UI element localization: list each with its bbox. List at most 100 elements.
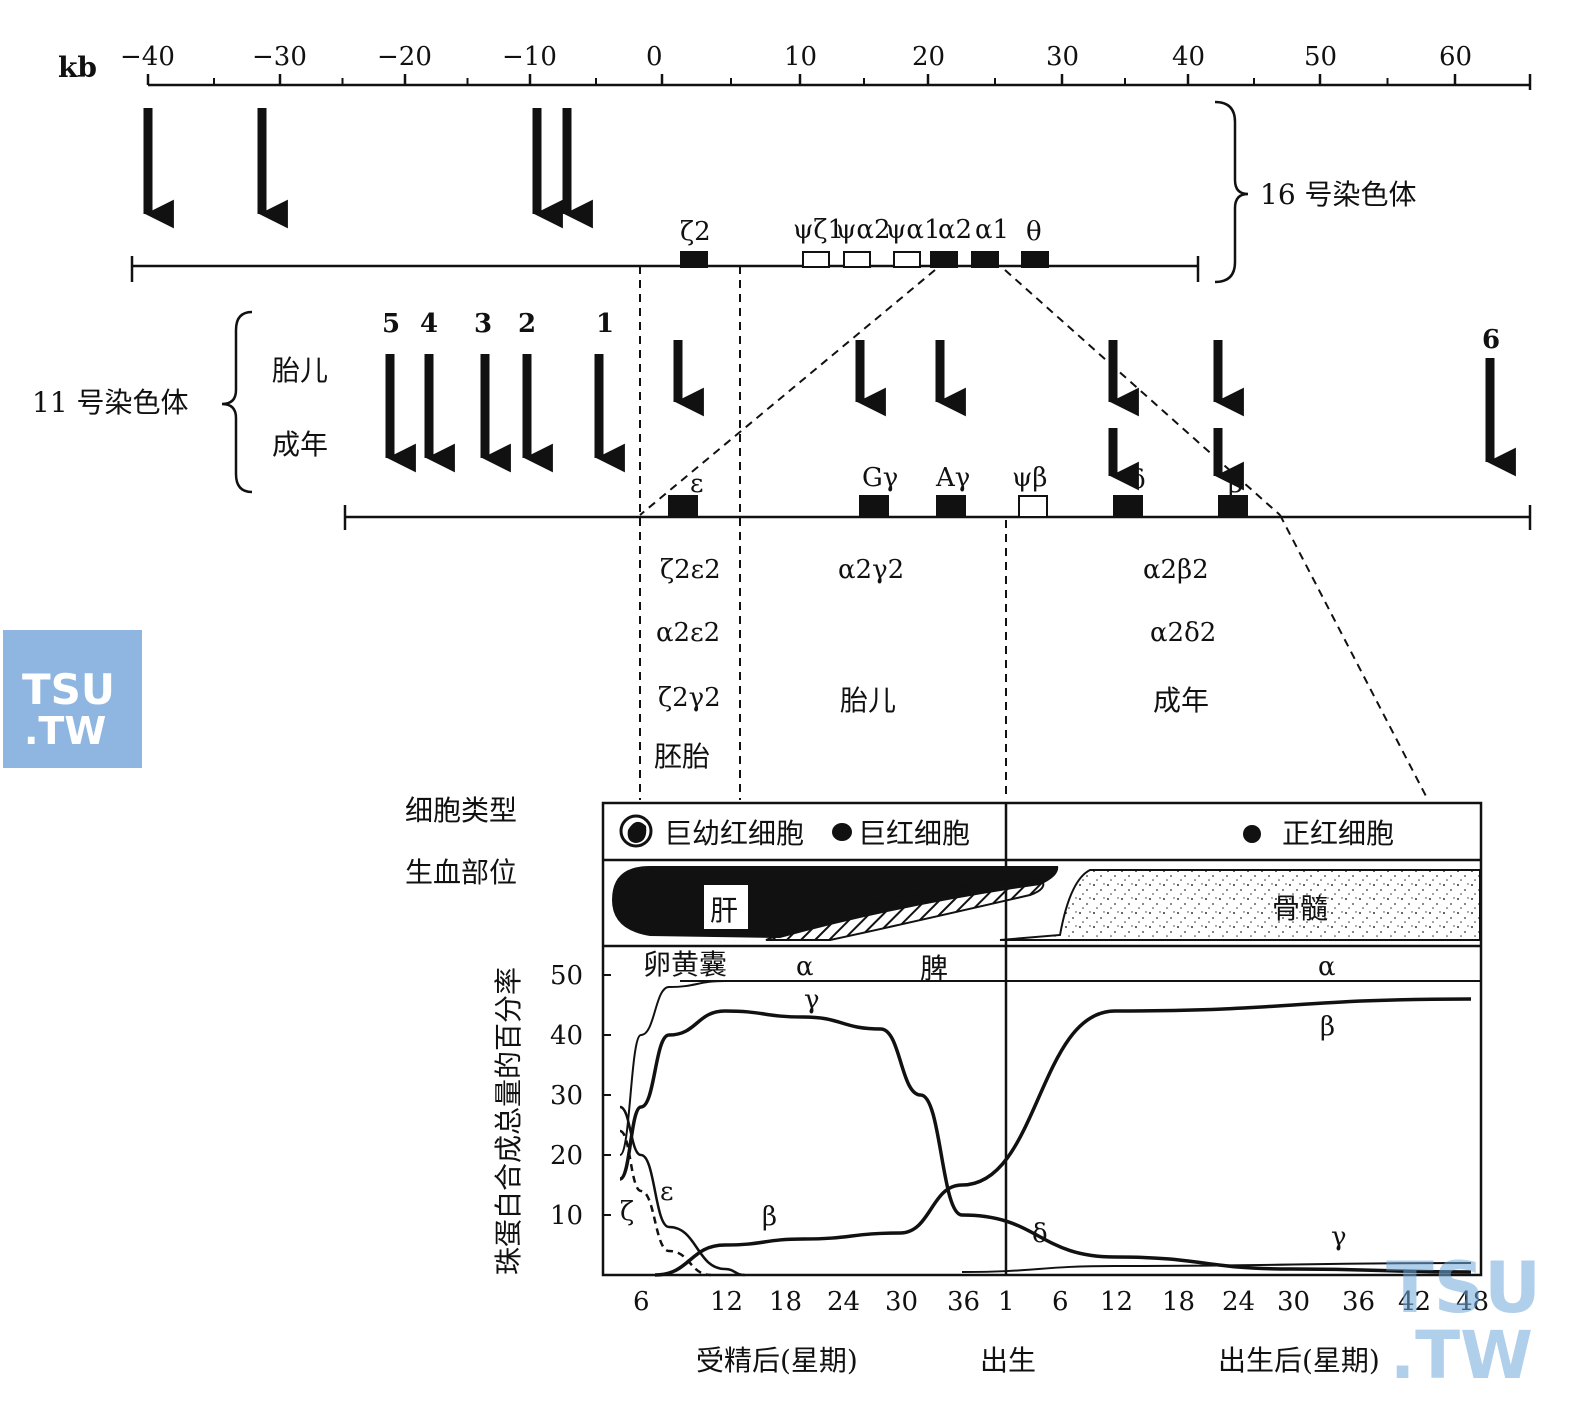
- synthesis-curves: [619, 979, 1481, 1277]
- stage-hemoglobins: ζ2ε2 α2ε2 ζ2γ2 胚胎 α2γ2 胎儿 α2β2 α2δ2 成年: [654, 555, 1216, 773]
- y-axis-label: 珠蛋白合成总量的百分率: [492, 967, 525, 1275]
- chr11-gene-label: Gγ: [862, 463, 898, 493]
- chr11-gene-label: Aγ: [935, 463, 970, 493]
- dashed-guides: [639, 266, 1429, 801]
- chr16-gene-box: [1021, 251, 1049, 268]
- y-tick-label: 10: [550, 1201, 583, 1231]
- x-tick-label-before: 30: [885, 1287, 918, 1317]
- chr11-gene-box: [859, 495, 889, 518]
- curve-label: ε: [660, 1177, 673, 1207]
- embryo-hb-1: ζ2ε2: [660, 555, 721, 585]
- chr16-gene-label: α1: [975, 215, 1009, 245]
- x-tick-label-before: 18: [769, 1287, 802, 1317]
- cell-type-row-label: 细胞类型: [405, 794, 517, 827]
- megaloblast-label: 巨幼红细胞: [664, 817, 804, 850]
- chr16-gene-label: ψζ1: [793, 215, 844, 245]
- chr11-label: 11 号染色体: [32, 386, 189, 419]
- curve-ε: [619, 1105, 745, 1277]
- chr16-brace: [1214, 100, 1249, 284]
- curve-label: β: [1320, 1012, 1335, 1042]
- kb-tick-label: 0: [646, 42, 663, 72]
- adult-hb-1: α2β2: [1143, 555, 1209, 585]
- kb-tick-label: −10: [502, 42, 557, 72]
- fetal-hb: α2γ2: [838, 555, 904, 585]
- x-tick-label-before: 36: [947, 1287, 980, 1317]
- kb-tick-label: 40: [1172, 42, 1205, 72]
- x-tick-label-after: 12: [1100, 1287, 1133, 1317]
- y-tick-label: 20: [550, 1141, 583, 1171]
- curve-β: [654, 997, 1472, 1277]
- chr16-gene-box: [802, 251, 830, 268]
- chr16-gene-box: [971, 251, 999, 268]
- x-label-after-birth: 出生后(星期): [1218, 1344, 1380, 1377]
- fetal-row-label: 胎儿: [272, 354, 328, 387]
- curve-label: β: [762, 1202, 777, 1232]
- curve-label: γ: [804, 985, 820, 1015]
- chr11-gene-box: [1018, 495, 1048, 518]
- kb-tick-label: −20: [377, 42, 432, 72]
- x-label-birth: 出生: [980, 1344, 1036, 1377]
- kb-tick-label: 10: [784, 42, 817, 72]
- site-row-label: 生血部位: [405, 856, 517, 889]
- chr11-gene-label: ψβ: [1012, 463, 1047, 493]
- y-tick-label: 50: [550, 961, 583, 991]
- macrocyte-icon: [832, 823, 852, 841]
- chr11-hs-arrows: [385, 340, 1516, 491]
- normocyte-label: 正红细胞: [1282, 817, 1394, 850]
- embryo-hb-3: ζ2γ2: [658, 683, 721, 713]
- curve-label: α: [796, 952, 814, 982]
- x-tick-label-after: 18: [1162, 1287, 1195, 1317]
- macrocyte-label: 巨红细胞: [858, 817, 970, 850]
- adult-hb-2: α2δ2: [1150, 618, 1216, 648]
- kb-tick-label: 60: [1439, 42, 1472, 72]
- x-label-before-birth: 受精后(星期): [696, 1344, 858, 1377]
- watermark-corner: TSU .TW: [1386, 1247, 1541, 1381]
- fetal-label: 胎儿: [840, 684, 896, 717]
- chr11-gene-box: [1218, 495, 1248, 518]
- kb-tick-label: −30: [252, 42, 307, 72]
- x-tick-label-before: 12: [710, 1287, 743, 1317]
- x-tick-label-after: 30: [1277, 1287, 1310, 1317]
- marrow-label: 骨髓: [1272, 892, 1328, 925]
- hs-site-number: 1: [596, 309, 614, 339]
- x-tick-label-after: 1: [998, 1287, 1015, 1317]
- spleen-region: [765, 876, 1045, 941]
- curve-label: α: [1318, 952, 1336, 982]
- kb-tick-label: 30: [1046, 42, 1079, 72]
- x-tick-label-after: 6: [1052, 1287, 1069, 1317]
- chr16-gene-box: [893, 251, 921, 268]
- yolk-sac-label: 卵黄囊: [643, 948, 727, 981]
- liver-label-box: [704, 885, 748, 929]
- chr11-gene-label: β: [1228, 469, 1243, 499]
- embryo-hb-2: α2ε2: [656, 618, 720, 648]
- curve-ζ: [619, 1129, 712, 1277]
- adult-label: 成年: [1153, 684, 1209, 717]
- watermark-text-2: .TW: [24, 709, 106, 753]
- curve-α: [619, 979, 1471, 1156]
- chr16-hs-arrows: [143, 108, 593, 229]
- megaloblast-icon: [619, 814, 653, 848]
- hs-site-number: 3: [474, 309, 492, 339]
- x-tick-label-after: 24: [1222, 1287, 1255, 1317]
- x-tick-label-after: 42: [1398, 1287, 1431, 1317]
- chr16-gene-label: ψα2: [836, 215, 891, 245]
- chr11-gene-box: [668, 495, 698, 518]
- svg-text:.TW: .TW: [1390, 1317, 1533, 1381]
- chr16-label: 16 号染色体: [1260, 178, 1417, 211]
- watermark-logo: TSU .TW: [3, 630, 142, 768]
- bone-marrow-region: [999, 869, 1481, 941]
- svg-text:TSU: TSU: [1386, 1247, 1541, 1329]
- hs-site-number: 2: [518, 309, 536, 339]
- hs-site-number: 4: [420, 309, 438, 339]
- chr16-gene-label: ψα1: [886, 215, 941, 245]
- curve-label: γ: [1331, 1222, 1347, 1252]
- hs-site-number: 6: [1482, 325, 1500, 355]
- curve-label: ζ: [620, 1197, 634, 1227]
